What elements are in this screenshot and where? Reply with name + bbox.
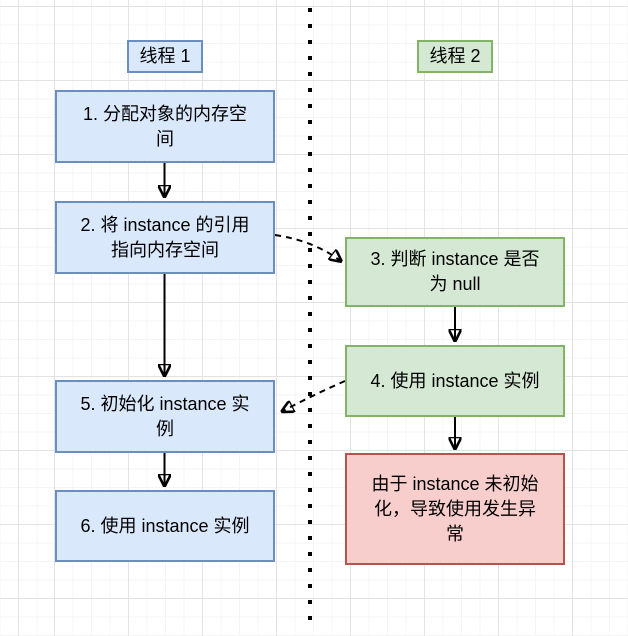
lane-header-thread2-label: 线程 2	[429, 46, 481, 66]
thread-separator-dotted-line	[308, 8, 312, 630]
lane-header-thread1-label: 线程 1	[139, 46, 191, 66]
flow-node-step6-label: 6. 使用 instance 实例	[80, 515, 250, 536]
flow-node-step1-label: 1. 分配对象的内存空 间	[82, 103, 247, 149]
flow-node-step2-label: 2. 将 instance 的引用 指向内存空间	[80, 214, 250, 260]
flow-node-step5: 5. 初始化 instance 实 例	[55, 380, 275, 453]
dashed-arrow-box2-to-box3	[274, 234, 342, 262]
lane-header-thread2: 线程 2	[417, 40, 493, 73]
flow-node-step3: 3. 判断 instance 是否 为 null	[345, 237, 565, 307]
flow-node-step4: 4. 使用 instance 实例	[345, 345, 565, 417]
dashed-arrow-box4-to-box5	[281, 380, 346, 412]
flow-node-step4-label: 4. 使用 instance 实例	[370, 370, 540, 391]
flow-node-step3-label: 3. 判断 instance 是否 为 null	[370, 249, 540, 294]
flow-node-step6: 6. 使用 instance 实例	[55, 490, 275, 562]
flow-node-step1: 1. 分配对象的内存空 间	[55, 90, 275, 163]
flow-node-step2: 2. 将 instance 的引用 指向内存空间	[55, 201, 275, 274]
flow-node-step5-label: 5. 初始化 instance 实 例	[80, 393, 250, 439]
flow-node-error: 由于 instance 未初始 化，导致使用发生异 常	[345, 453, 565, 565]
flow-node-error-label: 由于 instance 未初始 化，导致使用发生异 常	[371, 473, 539, 544]
lane-header-thread1: 线程 1	[127, 40, 203, 73]
